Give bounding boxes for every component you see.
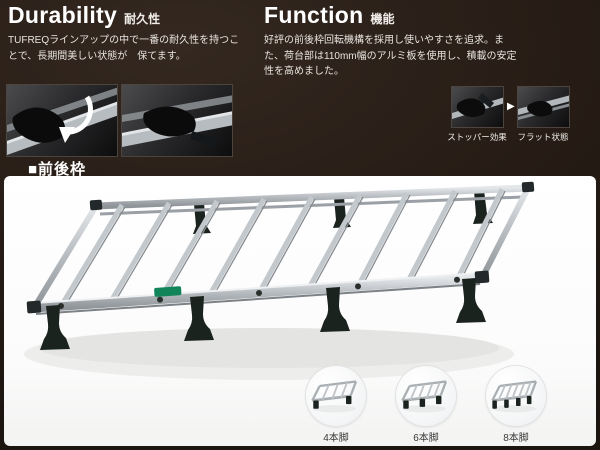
variant-8-leg-photo	[486, 366, 546, 426]
transition-arrow-icon: ▶	[507, 101, 515, 112]
durability-body: TUFREQラインアップの中で一番の耐久性を持つことで、長期間美しい状態が 保て…	[8, 35, 240, 62]
variant-6-leg: 6本脚	[394, 366, 458, 444]
mini-rack-6-leg	[401, 380, 448, 413]
frame-corner-illustration	[7, 87, 117, 155]
frame-corner-flat-illustration	[122, 95, 232, 147]
stopper-illustration	[452, 93, 503, 119]
function-tag: 機能	[370, 12, 395, 26]
function-body: 好評の前後枠回転機構を採用し使いやすさを追求。また、荷台部は110mm幅のアルミ…	[264, 35, 517, 77]
function-title: Function	[264, 2, 364, 28]
stopper-label: ストッパー効果	[447, 132, 507, 142]
function-heading: Function 機能	[264, 2, 395, 29]
durability-tag: 耐久性	[124, 12, 161, 26]
frame-corner-photo-flat	[121, 84, 233, 157]
rotation-arrow-icon	[69, 95, 93, 135]
variant-4-leg: 4本脚	[304, 366, 368, 444]
variant-8-leg-label: 8本脚	[503, 433, 529, 444]
flat-label: フラット状態	[517, 132, 569, 142]
brand-sticker	[154, 286, 182, 297]
frame-section-label: ■前後枠	[28, 161, 87, 178]
stopper-thumb-photo	[451, 86, 504, 128]
variant-6-leg-label: 6本脚	[413, 433, 439, 444]
variant-8-leg: 8本脚	[484, 366, 548, 444]
frame-corner-photo-rotation	[6, 84, 118, 157]
mini-rack-8-leg	[491, 380, 538, 413]
variant-4-leg-photo	[306, 366, 366, 426]
roof-carrier-illustration	[24, 181, 535, 380]
flat-illustration	[518, 95, 569, 120]
durability-title: Durability	[8, 2, 118, 28]
flat-thumb-photo	[517, 86, 570, 128]
variant-4-leg-label: 4本脚	[323, 433, 349, 444]
variant-6-leg-photo	[396, 366, 456, 426]
main-product-photo: 4本脚	[4, 176, 596, 446]
durability-heading: Durability 耐久性	[8, 2, 160, 29]
mini-rack-4-leg	[311, 380, 358, 413]
